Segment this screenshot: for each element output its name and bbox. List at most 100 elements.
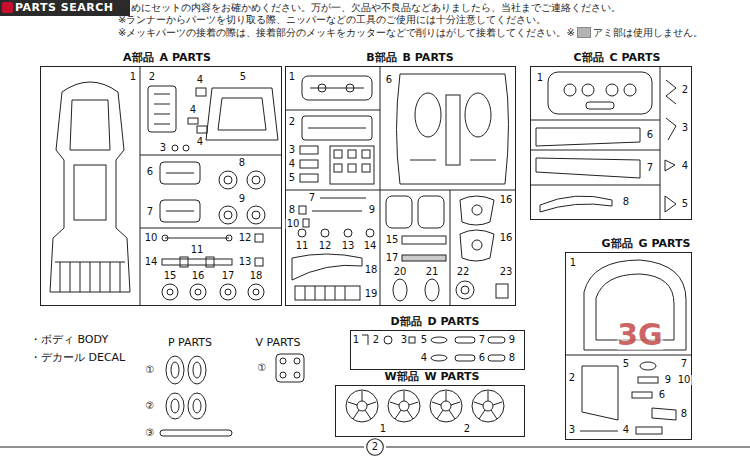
section-label: ・デカール DECAL [30, 352, 125, 363]
section-label: P PARTS [168, 337, 212, 348]
callout-number: 1 [536, 73, 544, 83]
callout-number: 3 [159, 143, 167, 153]
callout-number: 16 [499, 195, 514, 205]
callout-number: 2 [463, 424, 471, 434]
callout-number: 10 [677, 375, 692, 385]
callout-number: 13 [238, 257, 253, 267]
note-text: ※ランナーからパーツを切り取る際、ニッパーなどの工具のご使用には十分注意してくだ… [118, 15, 546, 25]
callout-number: 16 [499, 233, 514, 243]
panel-heading: G部品G PARTS [600, 238, 693, 250]
panel-heading: C部品 C PARTS [572, 52, 663, 64]
logo-bar [0, 0, 130, 16]
panel-heading-en: A PARTS [160, 52, 211, 64]
callout-number: 4 [189, 105, 197, 115]
callout-number: 2 [288, 117, 296, 127]
callout-number: 23 [499, 267, 514, 277]
callout-number: 6 [658, 390, 666, 400]
callout-number: 22 [456, 267, 471, 277]
watermark: 3G [617, 320, 663, 350]
callout-number: 4 [622, 425, 630, 435]
note-text: めにセットの内容をお確かめください。万が一、欠品や不良品などありましたら、当社ま… [131, 3, 621, 13]
callout-number: 8 [238, 158, 246, 168]
callout-number: 21 [425, 267, 440, 277]
panel-heading: D部品 D PARTS [388, 316, 481, 328]
callout-number: 2 [568, 373, 576, 383]
callout-number: 6 [385, 75, 393, 85]
section-label: ・ボディ BODY [30, 334, 108, 345]
callout-number: 4 [288, 159, 296, 169]
callout-number: 10 [144, 233, 159, 243]
callout-number: 5 [681, 199, 689, 209]
callout-number: 8 [680, 409, 688, 419]
callout-number: 9 [368, 205, 376, 215]
callout-number: 5 [288, 173, 296, 183]
note-text: ※メッキパーツの接着の際は、接着部分のメッキをカッターなどで削りはがして接着して… [118, 28, 575, 38]
callout-number: 1 [569, 258, 577, 268]
callout-number: 12 [238, 233, 253, 243]
parts-panel: C部品C PARTS [530, 66, 692, 220]
callout-number: 20 [393, 267, 408, 277]
callout-number: 9 [508, 335, 516, 345]
callout-number: 1 [379, 424, 387, 434]
callout-number: 2 [148, 72, 156, 82]
note-row: ※メッキパーツの接着の際は、接着部分のメッキをカッターなどで削りはがして接着して… [118, 27, 703, 38]
panel-heading-ja: B部品 [366, 52, 396, 64]
callout-number: 9 [664, 375, 672, 385]
page-number: 2 [372, 442, 378, 452]
callout-number: 6 [478, 353, 486, 363]
callout-number: 7 [146, 207, 154, 217]
callout-number: 8 [288, 205, 296, 215]
callout-number: 10 [286, 219, 301, 229]
callout-number: ① [145, 365, 156, 375]
callout-number: 3 [288, 145, 296, 155]
callout-number: 13 [341, 241, 356, 251]
callout-number: 2 [681, 85, 689, 95]
callout-number: 14 [363, 241, 378, 251]
section-label: V PARTS [255, 337, 300, 348]
panel-heading-ja: G部品 [602, 238, 633, 250]
panel-heading-en: C PARTS [610, 52, 661, 64]
panel-heading-ja: W部品 [384, 371, 418, 383]
callout-number: 12 [318, 241, 333, 251]
callout-number: 14 [144, 257, 159, 267]
callout-number: 16 [191, 271, 206, 281]
callout-number: 11 [295, 241, 310, 251]
callout-number: 9 [238, 194, 246, 204]
callout-number: 4 [420, 353, 428, 363]
panel-heading-ja: D部品 [390, 316, 421, 328]
panel-heading-en: W PARTS [425, 371, 480, 383]
panel-heading-ja: C部品 [574, 52, 604, 64]
callout-number: 3 [568, 425, 576, 435]
callout-number: 17 [385, 253, 400, 263]
callout-number: 3 [681, 123, 689, 133]
callout-number: 3 [400, 335, 408, 345]
callout-number: ① [257, 363, 268, 373]
callout-number: 8 [622, 197, 630, 207]
callout-number: 4 [196, 75, 204, 85]
callout-number: 2 [372, 335, 380, 345]
panel-heading: A部品 A PARTS [121, 52, 213, 64]
callout-number: 5 [622, 359, 630, 369]
panel-heading: W部品 W PARTS [382, 371, 481, 383]
callout-number: 5 [420, 335, 428, 345]
callout-number: ② [145, 401, 156, 411]
callout-number: 4 [681, 161, 689, 171]
callout-number: 6 [146, 167, 154, 177]
panel-heading-en: D PARTS [428, 316, 480, 328]
callout-number: 1 [129, 72, 137, 82]
callout-number: 8 [508, 353, 516, 363]
page-number-circle: 2 [366, 438, 384, 456]
parts-panel: A部品A PARTS [40, 66, 282, 306]
callout-number: 18 [364, 265, 379, 275]
callout-number: 15 [385, 235, 400, 245]
callout-number: 6 [646, 130, 654, 140]
callout-number: 5 [239, 72, 247, 82]
callout-number: 11 [190, 245, 205, 255]
panel-heading-ja: A部品 [123, 52, 154, 64]
logo-text: PARTS SEARCH [15, 2, 114, 13]
callout-number: 7 [478, 335, 486, 345]
callout-number: 1 [352, 335, 360, 345]
callout-number: 7 [680, 359, 688, 369]
